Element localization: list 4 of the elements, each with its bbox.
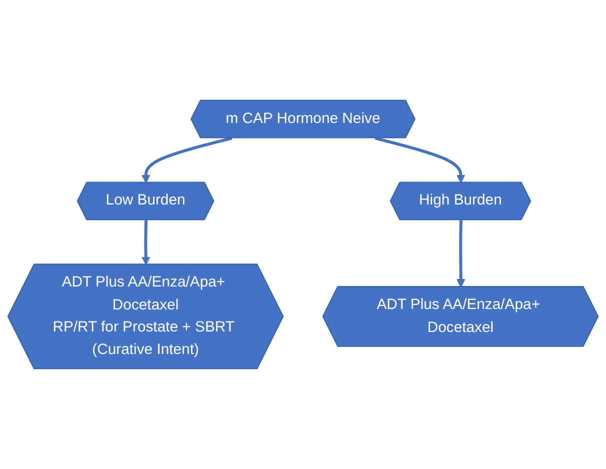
arrow — [374, 136, 466, 184]
arrow — [142, 220, 150, 266]
arrow — [456, 220, 466, 288]
arrow — [142, 136, 232, 184]
